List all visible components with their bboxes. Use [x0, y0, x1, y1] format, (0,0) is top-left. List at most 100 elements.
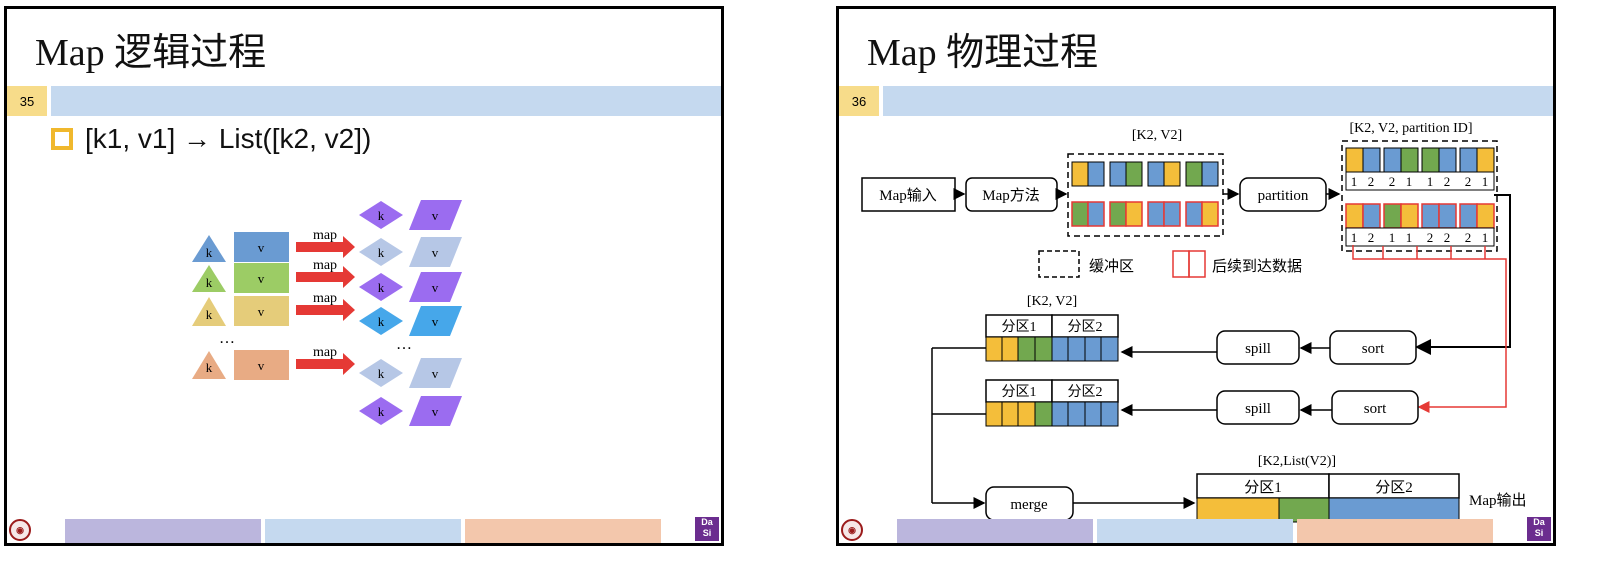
svg-text:2: 2	[1368, 230, 1375, 245]
university-seal-icon: ◉	[9, 519, 31, 541]
output-pair-4: k v	[359, 306, 462, 336]
slide-title: Map 物理过程	[867, 32, 1099, 74]
page-number-badge: 36	[839, 86, 879, 116]
svg-text:1: 1	[1389, 230, 1396, 245]
map-input-box: Map输入	[861, 177, 956, 212]
svg-text:k: k	[206, 275, 213, 290]
svg-text:2: 2	[1444, 174, 1451, 189]
slide-title: Map 逻辑过程	[35, 32, 267, 74]
svg-text:分区1: 分区1	[1002, 319, 1037, 335]
bullet-item: [k1, v1] → List([k2, v2])	[51, 123, 371, 155]
output-pair-2: k v	[359, 237, 462, 267]
footer-bar-purple	[65, 519, 261, 543]
svg-text:k: k	[378, 314, 385, 329]
svg-text:merge: merge	[1010, 497, 1048, 513]
university-seal-icon: ◉	[841, 519, 863, 541]
output-pair-3: k v	[359, 272, 462, 302]
slide-map-physical: Map 物理过程 36 Map输入 Map方法 [K2, V2]	[836, 6, 1556, 546]
footer-bar-blue	[1097, 519, 1293, 543]
svg-text:partition: partition	[1258, 188, 1309, 204]
svg-text:k: k	[378, 208, 385, 223]
svg-text:2: 2	[1465, 230, 1472, 245]
svg-text:v: v	[258, 304, 265, 319]
svg-text:k: k	[378, 245, 385, 260]
svg-text:v: v	[432, 280, 439, 295]
footer-bar-orange	[1297, 519, 1493, 543]
svg-text:1: 1	[1406, 230, 1413, 245]
ellipsis-right: …	[396, 336, 412, 353]
slide-map-logical: Map 逻辑过程 35 [k1, v1] → List([k2, v2]) k …	[4, 6, 724, 546]
svg-text:分区2: 分区2	[1375, 479, 1413, 496]
svg-text:2: 2	[1427, 230, 1434, 245]
legend-buffer: 缓冲区	[1038, 250, 1134, 278]
svg-text:1: 1	[1351, 230, 1358, 245]
header-bar	[51, 86, 721, 116]
map-output-label: Map输出	[1469, 492, 1527, 509]
svg-text:map: map	[313, 228, 337, 243]
svg-text:spill: spill	[1245, 341, 1271, 357]
legend-later-data: 后续到达数据	[1172, 250, 1302, 278]
svg-text:分区1: 分区1	[1244, 479, 1282, 496]
spill-box-2: spill	[1216, 390, 1300, 425]
ellipsis-left: …	[219, 330, 235, 347]
spill-file-1: 分区1 分区2	[985, 314, 1119, 362]
spill-file-2: 分区1 分区2	[985, 379, 1119, 427]
svg-text:v: v	[432, 404, 439, 419]
partition-label: [K2, V2, partition ID]	[1350, 121, 1473, 136]
svg-text:map: map	[313, 291, 337, 306]
svg-text:Map输入: Map输入	[879, 187, 937, 204]
output-pair-1: k v	[359, 200, 462, 230]
sort-box-1: sort	[1329, 330, 1417, 365]
svg-text:1: 1	[1351, 174, 1358, 189]
svg-text:v: v	[432, 208, 439, 223]
partition-top-cells	[1345, 147, 1495, 173]
svg-text:2: 2	[1444, 230, 1451, 245]
footer-bar-blue	[265, 519, 461, 543]
spill-box-1: spill	[1216, 330, 1300, 365]
partition-box: partition	[1239, 177, 1327, 212]
buffer-bottom-cells	[1071, 201, 1219, 227]
svg-text:k: k	[378, 280, 385, 295]
input-row-1: k v	[192, 232, 289, 262]
partition-bottom-cells	[1345, 203, 1495, 229]
svg-text:sort: sort	[1362, 341, 1385, 357]
buffer-label: [K2, V2]	[1132, 128, 1182, 143]
svg-text:v: v	[432, 366, 439, 381]
svg-text:2: 2	[1389, 174, 1396, 189]
svg-text:Map方法: Map方法	[982, 187, 1040, 204]
svg-text:1: 1	[1482, 230, 1489, 245]
page-number-badge: 35	[7, 86, 47, 116]
svg-text:分区1: 分区1	[1002, 384, 1037, 400]
sort-box-2: sort	[1331, 390, 1419, 425]
footer-bar-purple	[897, 519, 1093, 543]
input-row-3: k v	[192, 296, 289, 326]
svg-text:分区2: 分区2	[1068, 319, 1103, 335]
svg-text:sort: sort	[1364, 401, 1387, 417]
merge-box: merge	[985, 486, 1074, 521]
svg-text:k: k	[206, 245, 213, 260]
output-pair-6: k v	[359, 396, 462, 426]
svg-text:k: k	[206, 360, 213, 375]
svg-text:v: v	[258, 358, 265, 373]
svg-text:map: map	[313, 258, 337, 273]
svg-text:v: v	[432, 245, 439, 260]
partition-top-ids: 1 2 2 1 1 2 2 1	[1345, 171, 1495, 191]
input-row-2: k v	[192, 263, 289, 293]
map-arrows: map map map map	[296, 228, 355, 375]
svg-text:v: v	[258, 240, 265, 255]
svg-text:k: k	[206, 307, 213, 322]
physical-map-diagram: Map输入 Map方法 [K2, V2]	[861, 121, 1527, 523]
footer-bar-orange	[465, 519, 661, 543]
partition-bottom-ids: 1 2 1 1 2 2 2 1	[1345, 227, 1495, 247]
svg-text:1: 1	[1406, 174, 1413, 189]
svg-text:2: 2	[1465, 174, 1472, 189]
output-pair-5: k v	[359, 358, 462, 388]
svg-text:k: k	[378, 366, 385, 381]
svg-text:spill: spill	[1245, 401, 1271, 417]
svg-text:k: k	[378, 404, 385, 419]
header-bar	[883, 86, 1553, 116]
map-output-file: 分区1 分区2	[1196, 473, 1460, 523]
bullet-square-icon	[51, 128, 73, 150]
